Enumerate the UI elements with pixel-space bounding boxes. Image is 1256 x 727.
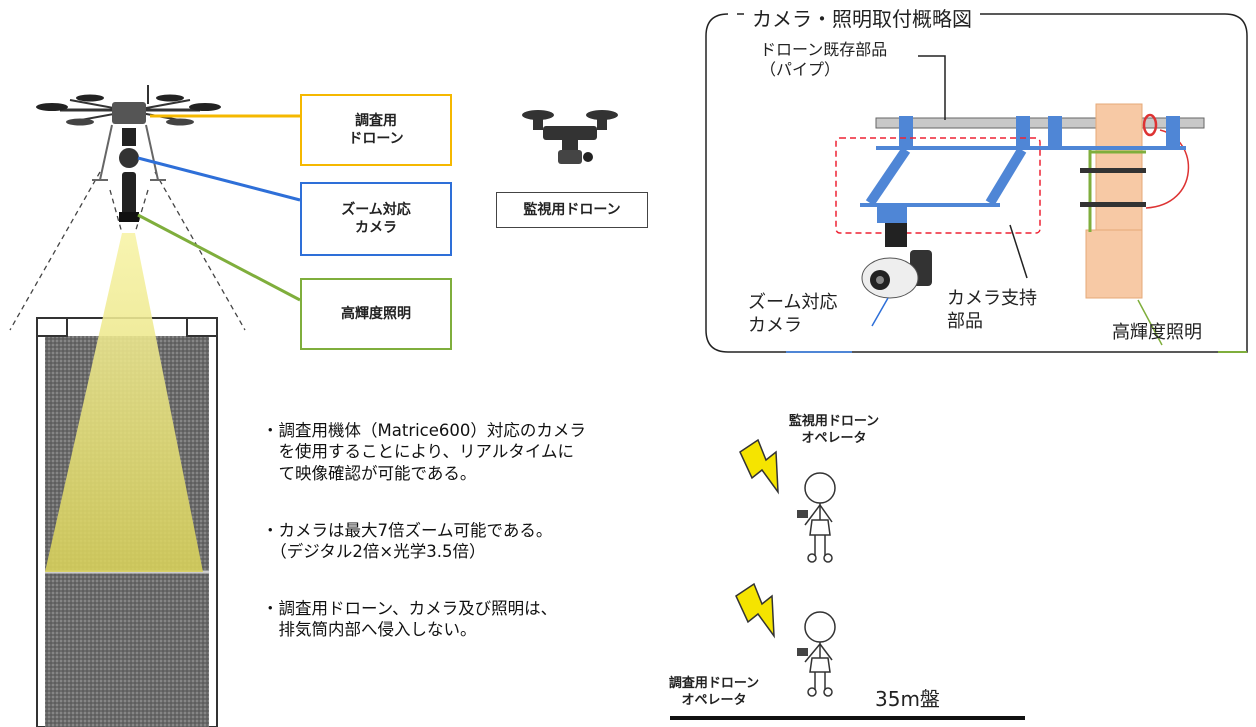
monitor-operator-figure <box>797 472 836 563</box>
monitor-signal-icon <box>739 438 779 495</box>
note-zoom-capability: ・カメラは最大7倍ズーム可能である。 （デジタル2倍×光学3.5倍） <box>262 521 553 562</box>
monitor-drone-label: 監視用ドローン <box>496 192 648 228</box>
inset-light-unit <box>1080 103 1190 346</box>
light-beam <box>45 233 203 572</box>
leader-lighting <box>137 213 301 302</box>
note-realtime-camera: ・調査用機体（Matrice600）対応のカメラ を使用することにより、リアルタ… <box>262 421 586 483</box>
inset-lighting-label: 高輝度照明 <box>1112 322 1202 343</box>
survey-drone-label: 調査用 ドローン <box>300 94 452 166</box>
camera-view-cone <box>9 171 246 331</box>
platform-label: 35m盤 <box>875 687 940 711</box>
lighting-label: 高輝度照明 <box>300 278 452 350</box>
survey-operator-figure <box>797 611 836 697</box>
inset-camera-support-label: カメラ支持 部品 <box>947 288 1037 332</box>
inset-existing-part-label: ドローン既存部品 （パイプ） <box>760 40 888 79</box>
monitor-operator-label: 監視用ドローン オペレータ <box>788 414 880 446</box>
note-no-entry: ・調査用ドローン、カメラ及び照明は、 排気筒内部へ侵入しない。 <box>262 599 558 640</box>
inset-pipe <box>875 117 1205 129</box>
inset-pipe-leader <box>918 55 946 120</box>
zoom-camera-label: ズーム対応 カメラ <box>300 182 452 256</box>
monitor-drone-icon <box>522 110 618 164</box>
survey-drone <box>36 85 221 222</box>
inset-frame <box>705 13 1248 353</box>
inset-zoom-camera-label: ズーム対応 カメラ <box>748 292 838 336</box>
survey-operator-label: 調査用ドローン オペレータ <box>668 676 760 708</box>
survey-signal-icon <box>735 582 775 639</box>
inset-support-highlight <box>835 137 1041 234</box>
inset-camera-support <box>835 116 1186 279</box>
inset-title: カメラ・照明取付概略図 <box>744 3 980 32</box>
inset-zoom-camera <box>861 223 932 327</box>
leader-zoom-camera <box>137 156 301 202</box>
